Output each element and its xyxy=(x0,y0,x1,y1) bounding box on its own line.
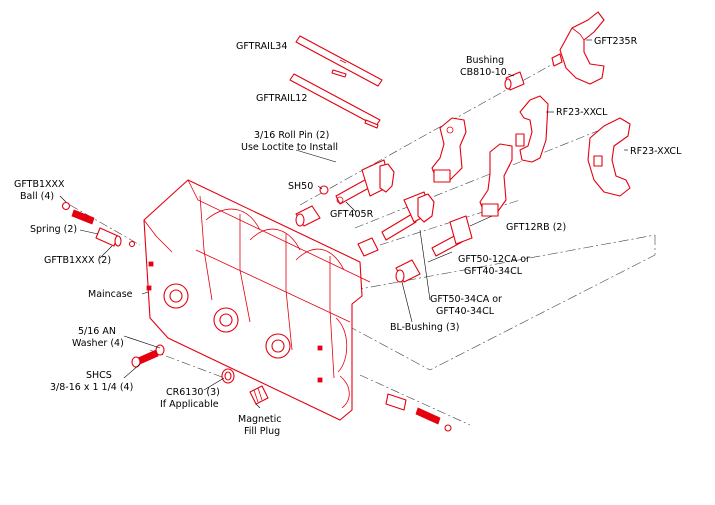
label-rf23-right: RF23-XXCL xyxy=(630,146,682,157)
magnetic-fill-plug xyxy=(249,385,269,405)
label-washer-2: Washer (4) xyxy=(72,338,124,349)
label-gft50-2: GFT40-34CL xyxy=(464,266,523,277)
maincase-housing xyxy=(143,179,371,421)
detent-plug-lower xyxy=(385,393,407,411)
label-plug-2: Fill Plug xyxy=(244,426,280,437)
label-plug-1: Magnetic xyxy=(238,414,282,425)
label-shcs-1: SHCS xyxy=(86,370,112,381)
label-roll-pin-1: 3/16 Roll Pin (2) xyxy=(254,130,329,141)
bushing-bl-2 xyxy=(395,259,421,283)
bushing-shaft-upper xyxy=(295,205,321,227)
label-bushing-2: CB810-10 xyxy=(460,67,507,78)
shift-rail-gftrail34 xyxy=(295,35,383,87)
label-gft12rb: GFT12RB (2) xyxy=(506,222,566,233)
label-gftb1-ball-1: GFTB1XXX xyxy=(14,179,65,190)
label-washer-1: 5/16 AN xyxy=(78,326,116,337)
label-bl-bushing: BL-Bushing (3) xyxy=(390,322,459,333)
shcs-bolt xyxy=(131,349,159,368)
detent-ball-upper xyxy=(61,201,71,211)
shift-fork-gft235r xyxy=(551,11,605,85)
shift-fork-rf23-upper xyxy=(515,95,549,163)
shaft-gft50-12 xyxy=(431,215,473,257)
label-shcs-2: 3/8-16 x 1 1/4 (4) xyxy=(50,382,133,393)
label-gft50-34-2: GFT40-34CL xyxy=(436,306,495,317)
label-rf23-upper: RF23-XXCL xyxy=(556,107,608,118)
bushing-cb810-10 xyxy=(504,71,525,91)
shaft-gft50-34 xyxy=(381,191,435,241)
bushing-bl-1 xyxy=(357,237,379,257)
label-roll-pin-2: Use Loctite to Install xyxy=(241,142,338,153)
label-sh50: SH50 xyxy=(288,181,313,192)
roll-pins xyxy=(331,69,379,129)
detent-spring-upper xyxy=(71,209,95,225)
label-spring: Spring (2) xyxy=(30,224,77,235)
shift-fork-rf23-right xyxy=(587,117,631,197)
part-labels: GFTRAIL34 GFTRAIL12 3/16 Roll Pin (2) Us… xyxy=(14,36,682,437)
label-gftb1-2: GFTB1XXX (2) xyxy=(44,255,111,266)
label-gft50-1: GFT50-12CA or xyxy=(458,254,530,265)
shift-lever-lower xyxy=(479,143,513,217)
label-gft235r: GFT235R xyxy=(594,36,638,47)
label-gftrail12: GFTRAIL12 xyxy=(256,93,307,104)
label-cr6130-1: CR6130 (3) xyxy=(166,387,220,398)
detent-ball-lower xyxy=(128,240,136,248)
label-gftrail34: GFTRAIL34 xyxy=(236,41,287,52)
label-maincase: Maincase xyxy=(88,289,133,300)
label-gftb1-ball-2: Ball (4) xyxy=(20,191,54,202)
shift-lever-upper xyxy=(431,117,467,183)
label-bushing-1: Bushing xyxy=(466,55,504,66)
detent-ball-lower-right xyxy=(444,424,452,432)
sh50-ring xyxy=(319,185,329,195)
label-cr6130-2: If Applicable xyxy=(160,399,219,410)
detent-plug-upper xyxy=(95,227,122,247)
shaft-gft405r xyxy=(335,159,395,205)
detent-spring-lower xyxy=(415,407,441,425)
label-gft50-34-1: GFT50-34CA or xyxy=(430,294,502,305)
label-gft405r: GFT405R xyxy=(330,209,374,220)
cr6130-seal xyxy=(221,368,235,384)
leader-lines xyxy=(59,39,628,409)
